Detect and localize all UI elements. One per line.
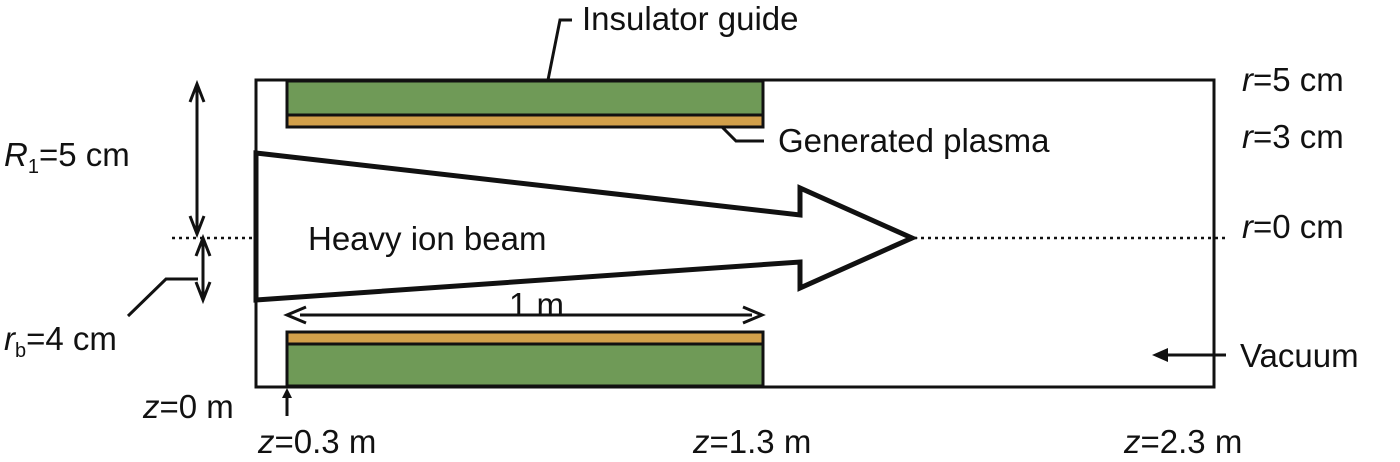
length-label-background	[504, 288, 566, 312]
z-marker-0m: z=0 m	[142, 388, 234, 425]
rb-leader	[126, 277, 198, 318]
r-marker-5cm: r=5 cm	[1242, 61, 1344, 98]
z-marker-0-3m: z=0.3 m	[257, 423, 376, 460]
r1-label: R1=5 cm	[4, 136, 130, 178]
rb-arrowhead-bottom	[194, 281, 212, 305]
length-label: 1 m	[509, 286, 564, 323]
rb-arrowhead-top	[194, 233, 212, 257]
insulator-guide-leader	[546, 18, 572, 81]
generated-plasma-leader	[720, 125, 764, 143]
beam-label: Heavy ion beam	[308, 220, 546, 257]
insulator-guide-label: Insulator guide	[582, 0, 798, 37]
z-marker-2-3m: z=2.3 m	[1123, 423, 1242, 460]
length-arrowhead-left	[283, 305, 307, 325]
beam-label-background	[304, 222, 616, 254]
insulator-guide-bottom	[285, 342, 765, 388]
rb-label: rb=4 cm	[4, 320, 117, 362]
vacuum-label: Vacuum	[1240, 337, 1359, 374]
plasma-layer-top	[285, 113, 765, 129]
vacuum-pointer-arrowhead	[1152, 348, 1168, 362]
z-marker-1-3m: z=1.3 m	[692, 423, 811, 460]
length-arrowhead-right	[742, 305, 766, 325]
r1-arrowhead-top	[188, 79, 206, 103]
generated-plasma-label: Generated plasma	[778, 122, 1050, 159]
r-marker-0cm: r=0 cm	[1242, 208, 1344, 245]
r-marker-3cm: r=3 cm	[1242, 118, 1344, 155]
insulator-guide-top	[285, 79, 765, 117]
r1-arrowhead-bottom	[188, 215, 206, 239]
z0-pointer-arrowhead	[282, 388, 292, 398]
plasma-layer-bottom	[285, 330, 765, 346]
